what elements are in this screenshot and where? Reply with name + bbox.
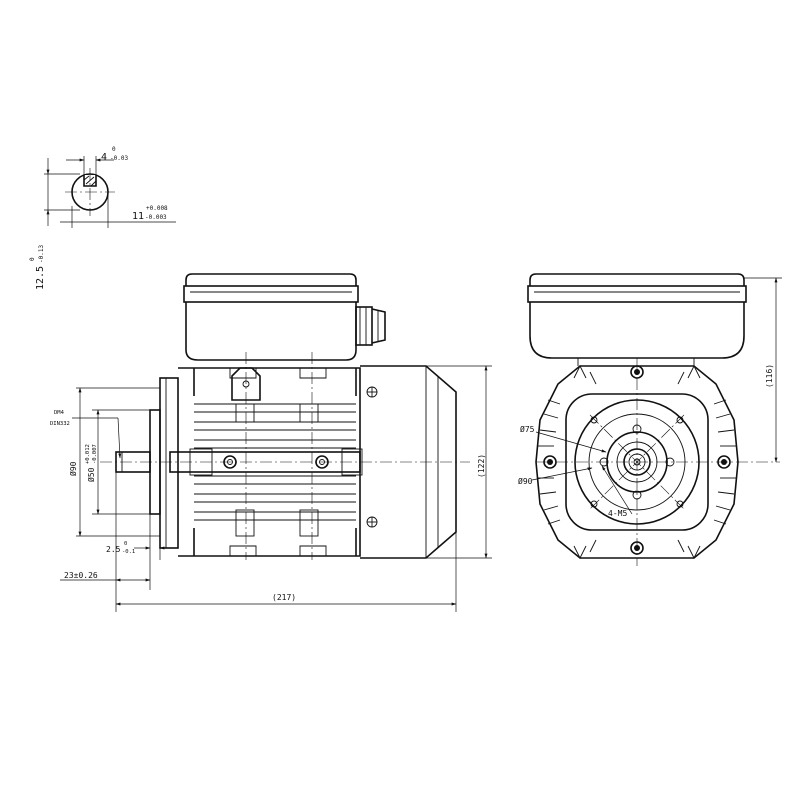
overall-height: (122) bbox=[477, 454, 486, 478]
spigot-diameter-lower: -0.007 bbox=[92, 444, 98, 464]
terminal-box-height: (116) bbox=[765, 364, 774, 388]
key-width-lower: -0.03 bbox=[110, 155, 128, 162]
spigot-depth-nominal: 2.5 bbox=[106, 545, 121, 554]
key-width-upper: 0 bbox=[112, 146, 116, 153]
flange-diameter: Ø90 bbox=[68, 461, 78, 476]
key-depth-nominal: 11 bbox=[132, 211, 144, 222]
side-view-dimensions: Ø90 Ø50 +0.012 -0.007 DM4 DIN332 2.5 0 -… bbox=[50, 365, 492, 612]
center-hole-spec: DM4 bbox=[54, 410, 65, 416]
center-hole-standard: DIN332 bbox=[50, 421, 70, 427]
shaft-length: 23±0.26 bbox=[64, 571, 98, 580]
shaft-height-upper: 0 bbox=[29, 257, 36, 261]
spigot-pcd: Ø75 bbox=[520, 424, 535, 434]
spigot-diameter-upper: +0.012 bbox=[85, 444, 91, 464]
end-view-dimensions: (116) Ø75 Ø90 4-M5 bbox=[518, 277, 782, 518]
shaft-height-lower: -0.13 bbox=[38, 245, 45, 263]
key-depth-upper: +0.008 bbox=[146, 205, 168, 212]
threaded-holes: 4-M5 bbox=[608, 509, 627, 518]
motor-side-view bbox=[100, 273, 470, 560]
key-depth-lower: -0.003 bbox=[145, 214, 167, 221]
key-width-nominal: 4 bbox=[101, 152, 107, 163]
spigot-diameter-nominal: Ø50 bbox=[86, 467, 96, 482]
flange-pcd: Ø90 bbox=[518, 476, 533, 486]
overall-length: (217) bbox=[272, 593, 296, 602]
spigot-depth-upper: 0 bbox=[124, 541, 127, 547]
spigot-depth-lower: -0.1 bbox=[122, 549, 135, 555]
motor-end-view bbox=[527, 273, 780, 566]
shaft-key-section: 4 0 -0.03 +0.008 11 -0.003 12.5 0 -0.13 bbox=[29, 146, 176, 290]
shaft-height-nominal: 12.5 bbox=[35, 266, 46, 290]
